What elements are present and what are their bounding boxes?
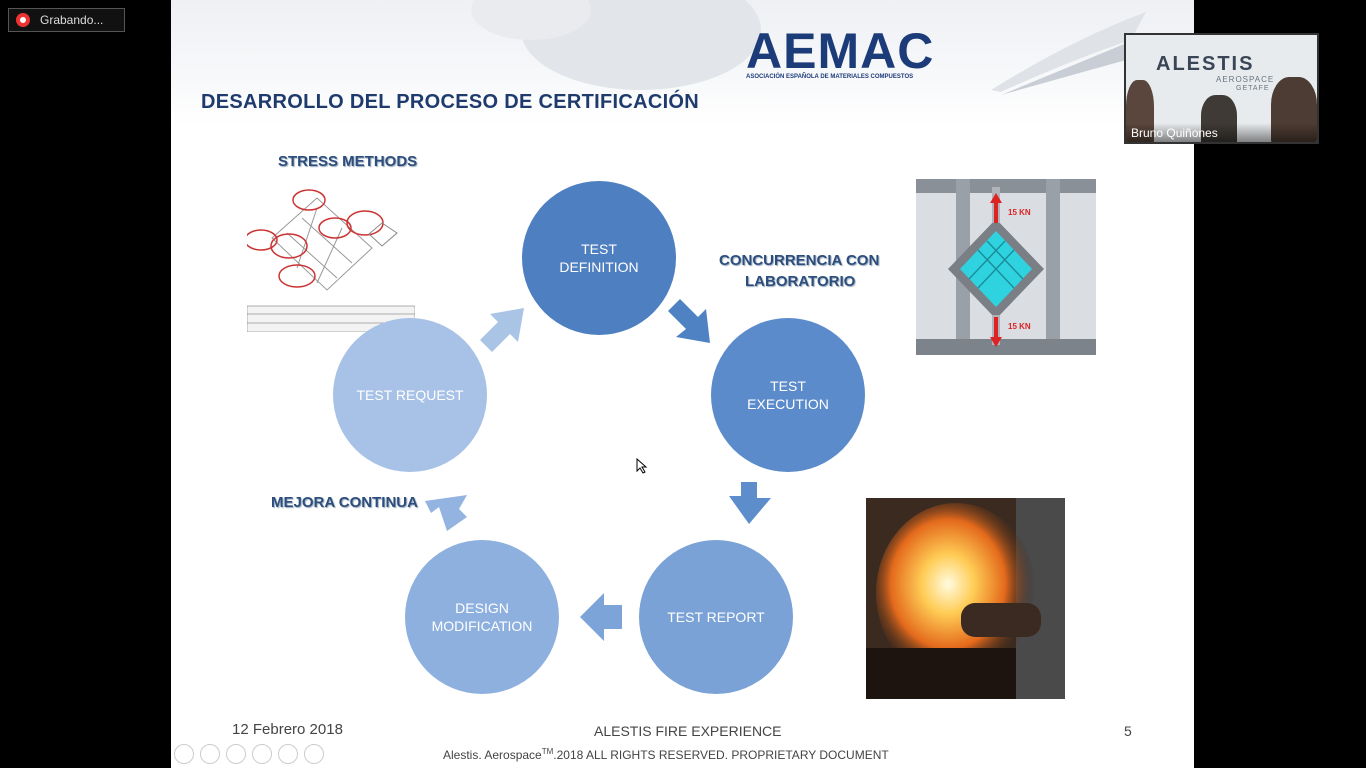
- zoom-icon[interactable]: [278, 744, 298, 764]
- mouse-cursor-icon: [636, 458, 648, 474]
- trademark-mark: TM: [541, 747, 554, 756]
- concurrencia-label-line1: CONCURRENCIA CON: [719, 252, 880, 269]
- design-modification-circle: DESIGN MODIFICATION: [405, 540, 559, 694]
- arrow-report-to-design-icon: [580, 593, 622, 641]
- footer-date: 12 Febrero 2018: [232, 721, 343, 738]
- test-definition-line1: TEST: [581, 241, 617, 257]
- test-definition-line2: DEFINITION: [559, 259, 639, 275]
- recording-label: Grabando...: [40, 13, 104, 27]
- video-brand-sub2: GETAFE: [1236, 85, 1270, 92]
- test-machine-image: 15 KN 15 KN: [916, 179, 1096, 355]
- arrow-request-to-definition-icon: [480, 308, 524, 352]
- participant-video-tile[interactable]: ALESTIS AEROSPACE GETAFE Bruno Quiñones: [1124, 33, 1319, 144]
- previous-slide-icon[interactable]: [174, 744, 194, 764]
- arrow-definition-to-execution-icon: [668, 299, 710, 343]
- video-brand-sub1: AEROSPACE: [1216, 75, 1275, 84]
- recording-indicator[interactable]: Grabando...: [8, 8, 125, 32]
- machine-bottom-load-label: 15 KN: [1008, 322, 1031, 331]
- stress-methods-label: STRESS METHODS: [278, 153, 418, 170]
- aemac-logo-subtitle: ASOCIACIÓN ESPAÑOLA DE MATERIALES COMPUE…: [746, 74, 914, 80]
- video-brand-logo: ALESTIS: [1156, 53, 1255, 75]
- design-modification-line1: DESIGN: [455, 600, 509, 616]
- record-icon: [16, 13, 30, 27]
- design-modification-line2: MODIFICATION: [431, 618, 533, 634]
- test-report-label: TEST REPORT: [667, 609, 765, 625]
- video-label-shade: [1126, 123, 1317, 142]
- machine-top-load-label: 15 KN: [1008, 208, 1031, 217]
- test-request-circle: TEST REQUEST: [333, 318, 487, 472]
- test-definition-circle: TEST DEFINITION: [522, 181, 676, 335]
- mejora-continua-label: MEJORA CONTINUA: [271, 494, 418, 511]
- presentation-slide: AEMAC ASOCIACIÓN ESPAÑOLA DE MATERIALES …: [171, 0, 1194, 768]
- test-execution-circle: TEST EXECUTION: [711, 318, 865, 472]
- arrow-execution-to-report-icon: [729, 482, 771, 524]
- participant-name: Bruno Quiñones: [1131, 126, 1218, 140]
- test-execution-line2: EXECUTION: [747, 396, 829, 412]
- slide-number: 5: [1124, 723, 1132, 739]
- test-request-label: TEST REQUEST: [356, 387, 464, 403]
- header-swoosh-graphic: [471, 0, 1146, 95]
- slide-title: DESARROLLO DEL PROCESO DE CERTIFICACIÓN: [201, 91, 700, 113]
- concurrencia-label-line2: LABORATORIO: [745, 273, 856, 290]
- test-report-circle: TEST REPORT: [639, 540, 793, 694]
- more-options-icon[interactable]: [304, 744, 324, 764]
- aemac-logo-text: AEMAC: [746, 23, 935, 79]
- slide-header-background: [171, 0, 1194, 125]
- copyright-suffix: .2018 ALL RIGHTS RESERVED. PROPRIETARY D…: [553, 748, 889, 762]
- stress-methods-diagram: [247, 178, 415, 332]
- pen-icon[interactable]: [226, 744, 246, 764]
- arrow-design-to-request-icon: [425, 495, 467, 531]
- slides-grid-icon[interactable]: [252, 744, 272, 764]
- fire-test-image: [866, 498, 1065, 699]
- footer-title: ALESTIS FIRE EXPERIENCE: [594, 723, 782, 739]
- next-slide-icon[interactable]: [200, 744, 220, 764]
- aemac-logo: AEMAC ASOCIACIÓN ESPAÑOLA DE MATERIALES …: [746, 26, 934, 80]
- footer-copyright: Alestis. AerospaceTM.2018 ALL RIGHTS RES…: [443, 747, 889, 762]
- slideshow-controls: [174, 744, 324, 764]
- copyright-prefix: Alestis. Aerospace: [443, 748, 542, 762]
- test-execution-line1: TEST: [770, 378, 806, 394]
